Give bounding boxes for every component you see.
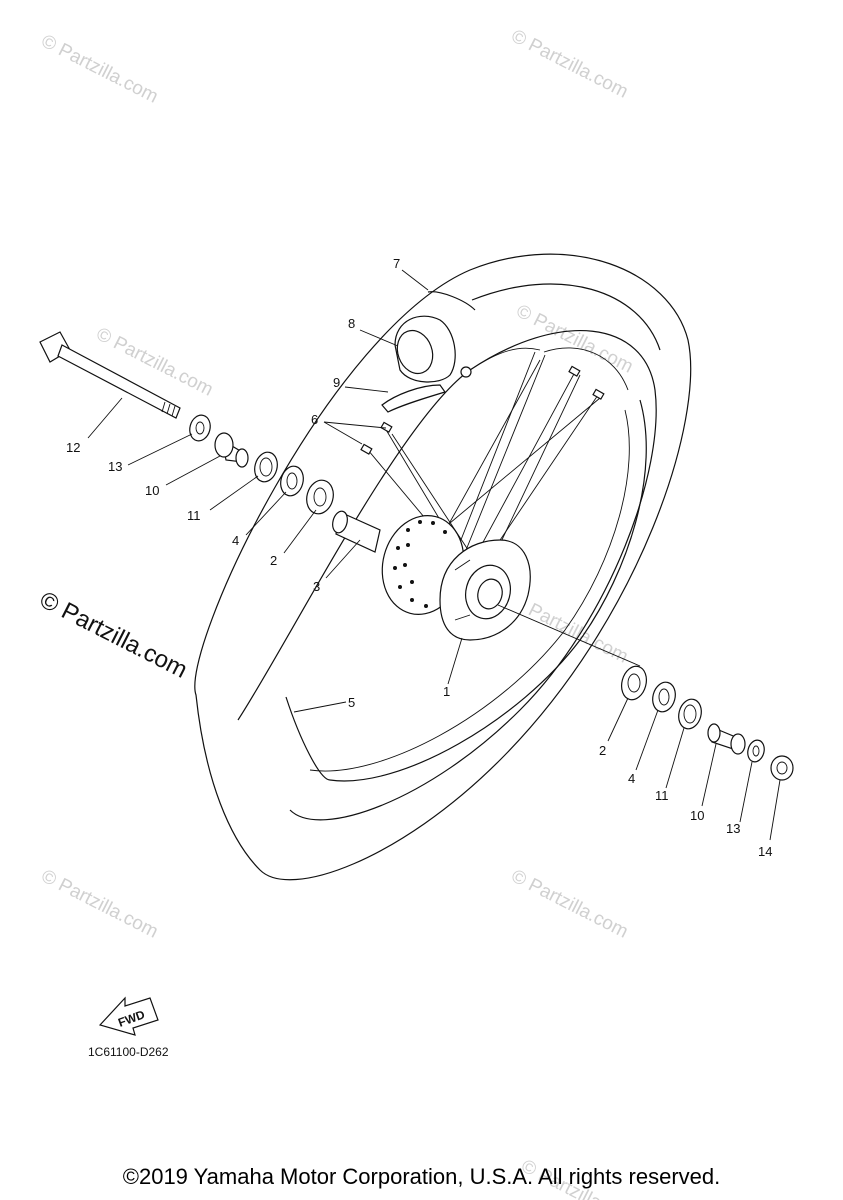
diagram-code: 1C61100-D262 [88, 1045, 169, 1059]
watermark-bottom-left: © Partzilla.com [38, 866, 162, 943]
brake-disc-holes [393, 520, 447, 608]
callout-7: 7 [393, 256, 400, 271]
left-collar-10 [214, 432, 249, 468]
right-bearing-4 [652, 681, 676, 713]
right-bearing-2 [621, 665, 647, 701]
watermark-bottom-right: © Partzilla.com [508, 866, 632, 943]
callout-4-right: 4 [628, 771, 635, 786]
axle-nut-14 [770, 755, 794, 781]
callout-13-left: 13 [108, 459, 122, 474]
callout-10-left: 10 [145, 483, 159, 498]
fwd-arrow-icon: FWD [98, 996, 159, 1036]
callout-11-left: 11 [187, 508, 201, 523]
left-oil-seal-11 [254, 451, 278, 483]
callout-2-left: 2 [270, 553, 277, 568]
callout-8: 8 [348, 316, 355, 331]
callout-4-left: 4 [232, 533, 239, 548]
left-collar-washer-13 [189, 414, 211, 442]
watermark-top-right: © Partzilla.com [508, 26, 632, 103]
callout-10-right: 10 [690, 808, 704, 823]
callout-3: 3 [313, 579, 320, 594]
right-washer-13 [747, 739, 765, 763]
callout-9: 9 [333, 375, 340, 390]
axle [39, 331, 181, 419]
callout-6: 6 [311, 412, 318, 427]
watermark-mid-upper: © Partzilla.com [93, 324, 217, 401]
callout-13-right: 13 [726, 821, 740, 836]
left-bearing-4 [280, 465, 304, 497]
callout-5: 5 [348, 695, 355, 710]
axle-center-line [497, 604, 641, 667]
watermark-dark: © Partzilla.com [35, 586, 191, 683]
hub [381, 515, 531, 641]
callout-1: 1 [443, 684, 450, 699]
callout-11-right: 11 [655, 788, 669, 803]
right-oil-seal-11 [678, 698, 702, 730]
callout-12: 12 [66, 440, 80, 455]
copyright-notice: ©2019 Yamaha Motor Corporation, U.S.A. A… [122, 1164, 721, 1189]
callout-2-right: 2 [599, 743, 606, 758]
watermark-top-left: © Partzilla.com [38, 31, 162, 108]
callouts: 7 8 9 6 12 13 10 11 4 2 3 1 5 2 4 11 10 … [66, 256, 772, 859]
callout-14: 14 [758, 844, 772, 859]
right-collar-10 [707, 723, 746, 755]
leader-lines [87, 269, 781, 841]
rim-band-tube-part [381, 291, 476, 413]
left-bearing-2 [306, 479, 334, 515]
spacer-3 [332, 510, 381, 553]
